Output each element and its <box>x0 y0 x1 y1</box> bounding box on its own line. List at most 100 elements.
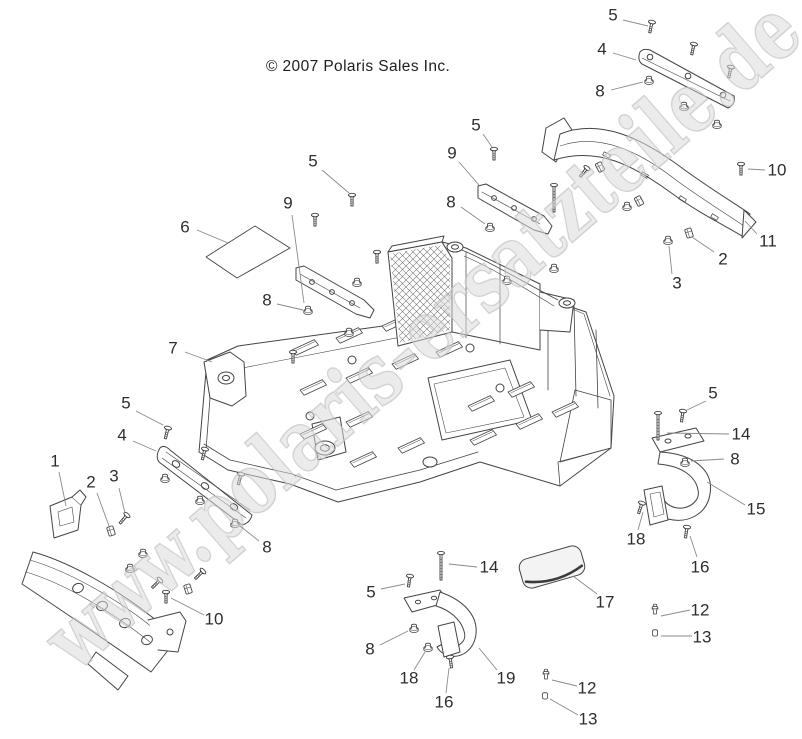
leader-line-8 <box>460 206 486 225</box>
bolt-icon <box>542 668 550 680</box>
screw-icon <box>634 499 647 516</box>
leader-line-16 <box>445 667 450 694</box>
callout-6: 6 <box>180 218 189 237</box>
watermark: www.polaris-ersatzteile.de <box>24 0 802 690</box>
callout-5: 5 <box>708 384 717 403</box>
capnut-icon <box>542 692 548 700</box>
leader-line-11 <box>744 220 758 235</box>
nut-icon <box>303 305 313 315</box>
leader-line-16 <box>689 535 698 558</box>
callout-16: 16 <box>691 558 710 577</box>
leader-line-8 <box>276 303 304 311</box>
capnut-icon <box>652 629 658 637</box>
callout-19: 19 <box>497 669 516 688</box>
callout-3: 3 <box>109 467 118 486</box>
screw-icon <box>736 161 746 176</box>
leader-line-6 <box>196 229 229 244</box>
leader-line-2 <box>691 236 715 253</box>
leader-line-13 <box>549 698 579 716</box>
callout-2: 2 <box>718 250 727 269</box>
part-4-support-rail-left <box>156 445 253 526</box>
leader-line-4 <box>132 440 157 452</box>
leader-line-5 <box>321 169 350 194</box>
callout-8: 8 <box>262 538 271 557</box>
leader-line-2 <box>96 492 110 527</box>
part-6-pad <box>205 225 291 279</box>
callout-17: 17 <box>596 593 615 612</box>
part-9-bracket-left <box>295 265 375 319</box>
part-9-bracket-right <box>477 183 553 235</box>
callout-14: 14 <box>732 425 751 444</box>
part-19-hook-bottom <box>403 589 477 658</box>
callout-12: 12 <box>691 601 710 620</box>
callout-5: 5 <box>366 583 375 602</box>
callout-12: 12 <box>578 679 597 698</box>
callout-1: 1 <box>50 452 59 471</box>
callout-2: 2 <box>86 473 95 492</box>
leader-line-12 <box>660 609 691 617</box>
screw-icon <box>645 19 657 35</box>
callout-8: 8 <box>262 291 271 310</box>
callout-10: 10 <box>205 610 224 629</box>
callout-4: 4 <box>117 426 126 445</box>
copyright-notice: © 2007 Polaris Sales Inc. <box>266 58 451 75</box>
nut-icon <box>663 235 673 245</box>
leader-line-5 <box>686 400 707 411</box>
part-main-front-structure <box>387 235 576 351</box>
callout-10: 10 <box>768 161 787 180</box>
screw-icon <box>677 408 688 423</box>
leader-line-5 <box>380 583 406 590</box>
leader-line-12 <box>551 679 578 687</box>
screw-icon <box>489 146 499 161</box>
callout-9: 9 <box>447 144 456 163</box>
clip-icon <box>684 227 694 239</box>
nut-icon <box>409 623 419 633</box>
leader-line-10 <box>170 597 205 616</box>
leader-line-19 <box>478 647 498 671</box>
callout-8: 8 <box>595 82 604 101</box>
screwlong-icon <box>437 550 445 581</box>
leader-line-5 <box>135 410 164 426</box>
leader-line-9 <box>458 161 480 186</box>
leader-line-8 <box>379 630 409 646</box>
callout-11: 11 <box>759 232 777 251</box>
screw-icon <box>310 212 320 227</box>
leader-line-18 <box>637 511 644 531</box>
nut-icon <box>352 277 362 287</box>
screw-icon <box>372 249 382 264</box>
screw-icon <box>445 654 456 669</box>
callout-15: 15 <box>747 500 766 519</box>
callout-13: 13 <box>579 710 598 729</box>
part-11-rear-panel-right <box>541 117 757 239</box>
leader-line-4 <box>612 52 637 61</box>
callout-5: 5 <box>608 6 617 25</box>
screw-icon <box>681 524 692 539</box>
screw-icon <box>161 424 173 441</box>
leader-line-8 <box>690 458 725 462</box>
bolt-icon <box>651 603 659 615</box>
part-1-rear-panel-left <box>21 489 187 691</box>
callout-5: 5 <box>471 116 480 135</box>
leader-line-10 <box>747 168 766 171</box>
leader-line-14 <box>666 432 730 435</box>
callout-14: 14 <box>480 558 499 577</box>
callout-5: 5 <box>308 152 317 171</box>
screw-icon <box>347 192 357 207</box>
callout-8: 8 <box>730 450 739 469</box>
callout-18: 18 <box>627 530 646 549</box>
callout-5: 5 <box>121 394 130 413</box>
leader-line-8 <box>239 525 260 542</box>
callout-4: 4 <box>597 40 606 59</box>
leader-line-3 <box>668 245 673 275</box>
leader-line-5 <box>622 19 649 27</box>
part-15-hook-right <box>643 427 712 526</box>
leader-line-7 <box>184 351 213 363</box>
callout-8: 8 <box>365 640 374 659</box>
leader-line-5 <box>482 133 493 148</box>
leader-line-17 <box>572 575 598 595</box>
callout-18: 18 <box>400 669 419 688</box>
clip-icon <box>106 525 116 537</box>
